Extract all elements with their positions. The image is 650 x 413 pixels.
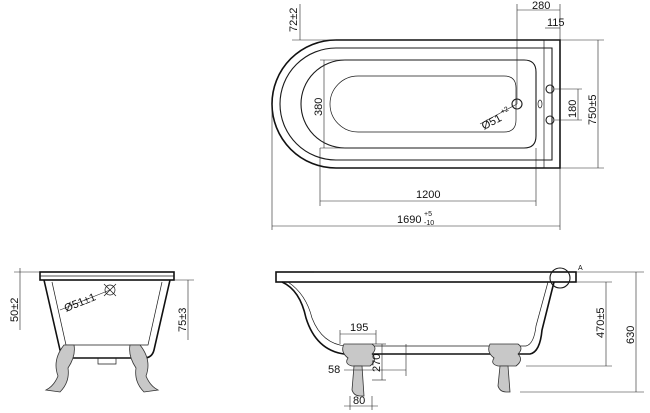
overflow-slot (537, 99, 543, 109)
dim-total-width: 750±5 (587, 94, 599, 125)
dim-rim-end: 72±2 (288, 8, 300, 32)
tap-hole-upper (545, 84, 555, 94)
dim-tap-spacing: 180 (567, 100, 579, 118)
tub-basin-floor (329, 75, 517, 133)
dim-height-rim: 470±5 (595, 307, 607, 338)
dim-feet-spacing: 195 (350, 322, 368, 334)
dim-total-length-tol-lower: -10 (424, 220, 434, 227)
dim-feet-height: 270 (371, 354, 383, 372)
detail-circle (549, 267, 571, 289)
side-foot-right (488, 343, 522, 393)
dim-inner-width: 380 (313, 98, 325, 116)
dim-total-length: 1690 (397, 214, 421, 226)
dim-total-length-tol-upper: +5 (424, 211, 432, 218)
side-view-rim (275, 271, 577, 283)
side-view: A 195 270 58 80 470±5 (275, 265, 644, 410)
side-foot-left (342, 343, 376, 397)
tub-rim-inner-line (279, 47, 553, 161)
end-view: 50±2 Ø51±1 75±3 (9, 268, 194, 393)
dim-waste-tol: +2 (500, 106, 510, 116)
dim-tap-edge: 115 (547, 17, 565, 29)
dim-height-total: 630 (625, 326, 637, 344)
dim-foot-width: 58 (328, 364, 340, 376)
side-view-body (281, 281, 555, 355)
tap-plinth (543, 39, 561, 169)
end-waste-pipe (97, 358, 117, 365)
dim-foot-depth: 80 (353, 395, 365, 407)
dim-end-rim: 50±2 (9, 298, 21, 322)
dim-end-drop: 75±3 (177, 308, 189, 332)
dim-inner-length: 1200 (416, 189, 440, 201)
tub-inner-basin (300, 59, 537, 149)
dim-tap-offset: 280 (532, 0, 550, 12)
dim-overflow: Ø51±1 (63, 291, 98, 314)
end-foot-left (44, 344, 75, 393)
dim-waste: Ø51 (480, 112, 504, 132)
tap-hole-lower (545, 115, 555, 125)
tub-outer-rim (271, 39, 561, 169)
detail-marker: A (578, 265, 583, 272)
overflow-symbol (104, 284, 116, 296)
top-view: 72±2 280 115 750±5 180 380 Ø51 +2 1200 (271, 0, 604, 230)
end-foot-right (129, 344, 160, 393)
